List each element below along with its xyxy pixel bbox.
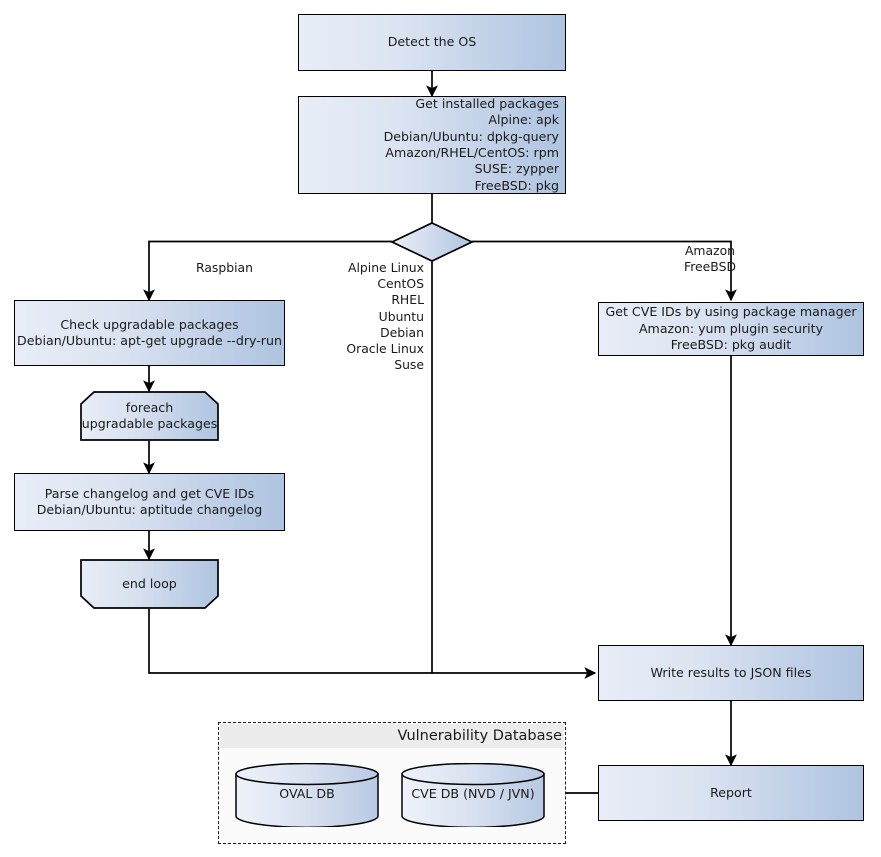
node-parse-changelog[interactable]: Parse changelog and get CVE IDs Debian/U… xyxy=(14,473,285,531)
node-os-decision-diamond[interactable] xyxy=(390,221,474,263)
db-cylinder-oval[interactable] xyxy=(234,763,380,827)
group-header-bar: Vulnerability Database xyxy=(220,724,564,748)
node-label: foreach upgradable packages xyxy=(81,399,218,431)
node-label: Check upgradable packages Debian/Ubuntu:… xyxy=(17,316,282,348)
node-label: Detect the OS xyxy=(387,34,477,50)
node-foreach-loop-start[interactable]: foreach upgradable packages xyxy=(80,391,219,441)
node-label: Report xyxy=(710,784,752,800)
node-label: Write results to JSON files xyxy=(650,664,812,680)
loop-end-shape xyxy=(80,559,219,609)
db-cylinder-cve[interactable] xyxy=(400,763,546,827)
node-label: end loop xyxy=(122,575,177,591)
node-check-upgradable-packages[interactable]: Check upgradable packages Debian/Ubuntu:… xyxy=(14,300,285,366)
node-label: Get CVE IDs by using package manager Ama… xyxy=(605,304,857,353)
node-detect-the-os[interactable]: Detect the OS xyxy=(298,14,566,71)
node-get-cve-ids-package-manager[interactable]: Get CVE IDs by using package manager Ama… xyxy=(598,302,864,356)
node-get-installed-packages[interactable]: Get installed packages Alpine: apk Debia… xyxy=(298,96,566,194)
node-report[interactable]: Report xyxy=(598,765,864,821)
branch-label-amazon-freebsd: Amazon FreeBSD xyxy=(684,243,736,275)
loop-start-shape xyxy=(80,391,219,441)
node-end-loop[interactable]: end loop xyxy=(80,559,219,609)
node-label: Get installed packages Alpine: apk Debia… xyxy=(383,95,559,193)
branch-label-raspbian: Raspbian xyxy=(196,260,254,275)
node-write-results-json[interactable]: Write results to JSON files xyxy=(598,645,864,701)
group-title: Vulnerability Database xyxy=(397,728,562,744)
node-label: Parse changelog and get CVE IDs Debian/U… xyxy=(36,485,263,517)
branch-label-middle-distros: Alpine Linux CentOS RHEL Ubuntu Debian O… xyxy=(346,260,424,373)
edge-endloop-to-write xyxy=(148,609,597,679)
